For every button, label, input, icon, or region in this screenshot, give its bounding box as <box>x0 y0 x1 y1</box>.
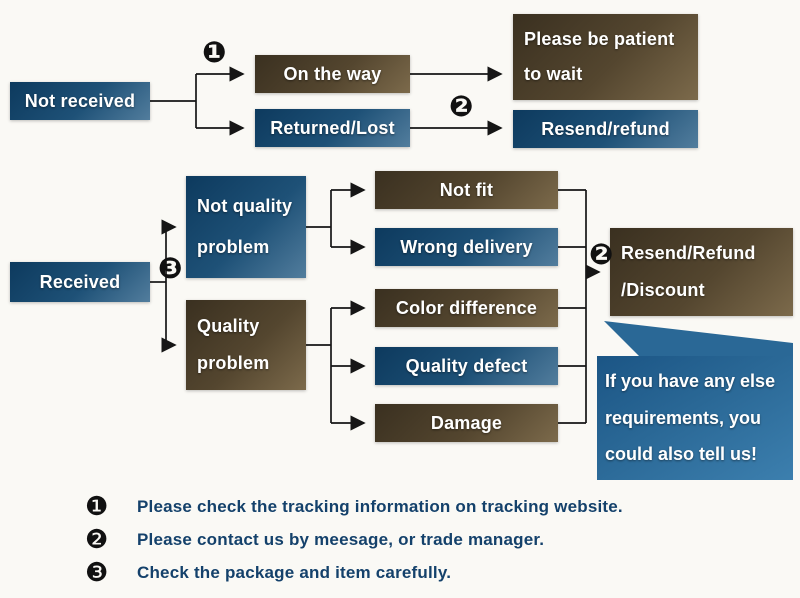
node-resend-refund-discount-line2: /Discount <box>621 279 705 300</box>
node-quality-problem-line2: problem <box>197 353 270 373</box>
node-not-quality-problem: Not quality problem <box>186 176 306 278</box>
node-be-patient-line1: Please be patient <box>524 28 675 49</box>
node-quality-problem: Quality problem <box>186 300 306 390</box>
node-not-quality-problem-line1: Not quality <box>197 196 293 216</box>
node-not-fit: Not fit <box>375 171 558 209</box>
legend-marker-3: ❸ <box>85 557 109 588</box>
node-resend-refund-discount-line1: Resend/Refund <box>621 243 756 264</box>
legend-text-2: Please contact us by meesage, or trade m… <box>137 529 545 549</box>
node-wrong-delivery: Wrong delivery <box>375 228 558 266</box>
node-on-the-way: On the way <box>255 55 410 93</box>
speech-bubble-tail <box>604 321 793 362</box>
node-not-quality-problem-line2: problem <box>197 237 270 257</box>
legend-row-1: ❶ Please check the tracking information … <box>85 490 623 523</box>
node-color-difference: Color difference <box>375 289 558 327</box>
step-marker-3: ❸ <box>158 251 183 285</box>
legend-row-2: ❷ Please contact us by meesage, or trade… <box>85 523 623 556</box>
legend-marker-2: ❷ <box>85 524 109 555</box>
speech-bubble-line3: could also tell us! <box>605 443 758 464</box>
node-be-patient: Please be patient to wait <box>513 14 698 100</box>
speech-bubble: If you have any else requirements, you c… <box>597 356 793 480</box>
node-received: Received <box>10 262 150 302</box>
speech-bubble-line1: If you have any else <box>605 371 776 392</box>
step-marker-1: ❶ <box>202 35 227 69</box>
node-be-patient-line2: to wait <box>524 64 583 85</box>
legend-text-3: Check the package and item carefully. <box>137 562 452 582</box>
step-marker-2-bottom: ❷ <box>589 237 614 271</box>
node-quality-defect: Quality defect <box>375 347 558 385</box>
legend: ❶ Please check the tracking information … <box>85 490 623 589</box>
speech-bubble-line2: requirements, you <box>605 407 762 428</box>
node-returned-lost: Returned/Lost <box>255 109 410 147</box>
legend-row-3: ❸ Check the package and item carefully. <box>85 556 623 589</box>
node-not-received: Not received <box>10 82 150 120</box>
node-resend-refund: Resend/refund <box>513 110 698 148</box>
node-resend-refund-discount: Resend/Refund /Discount <box>610 228 793 316</box>
legend-text-1: Please check the tracking information on… <box>137 496 623 516</box>
node-quality-problem-line1: Quality <box>197 316 260 336</box>
legend-marker-1: ❶ <box>85 491 109 522</box>
step-marker-2-top: ❷ <box>449 89 474 123</box>
node-damage: Damage <box>375 404 558 442</box>
